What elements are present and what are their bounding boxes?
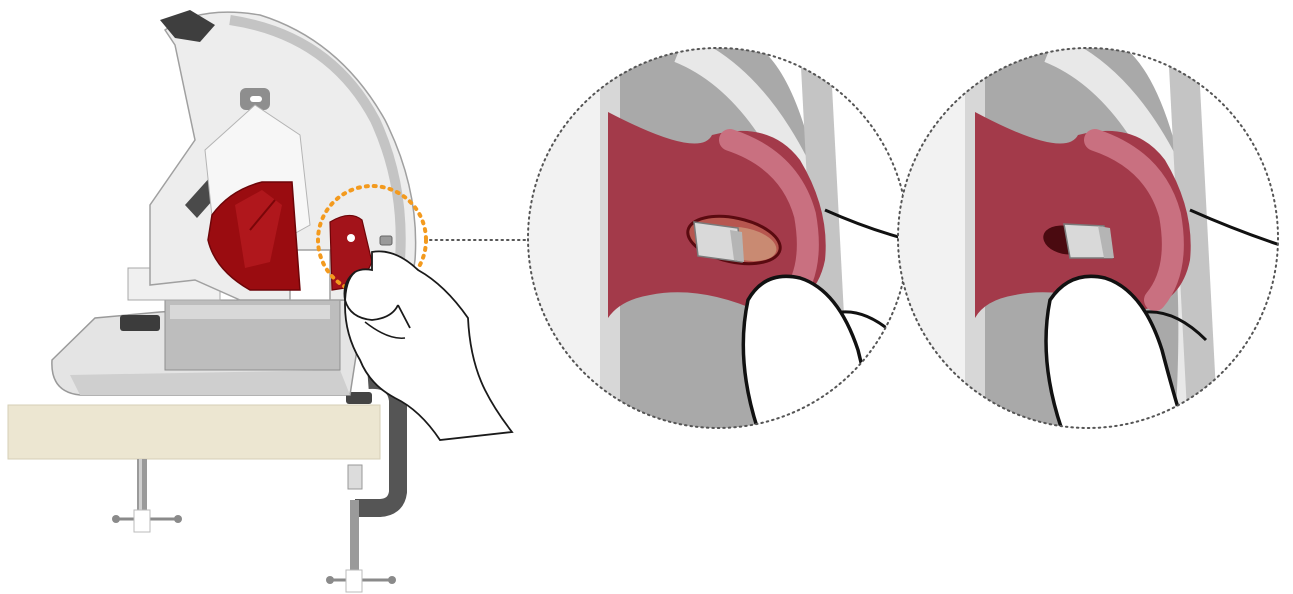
detail-pin-pressed	[528, 48, 910, 430]
detail-pin-released	[898, 48, 1280, 430]
work-table	[8, 405, 380, 459]
table-top	[8, 405, 380, 459]
